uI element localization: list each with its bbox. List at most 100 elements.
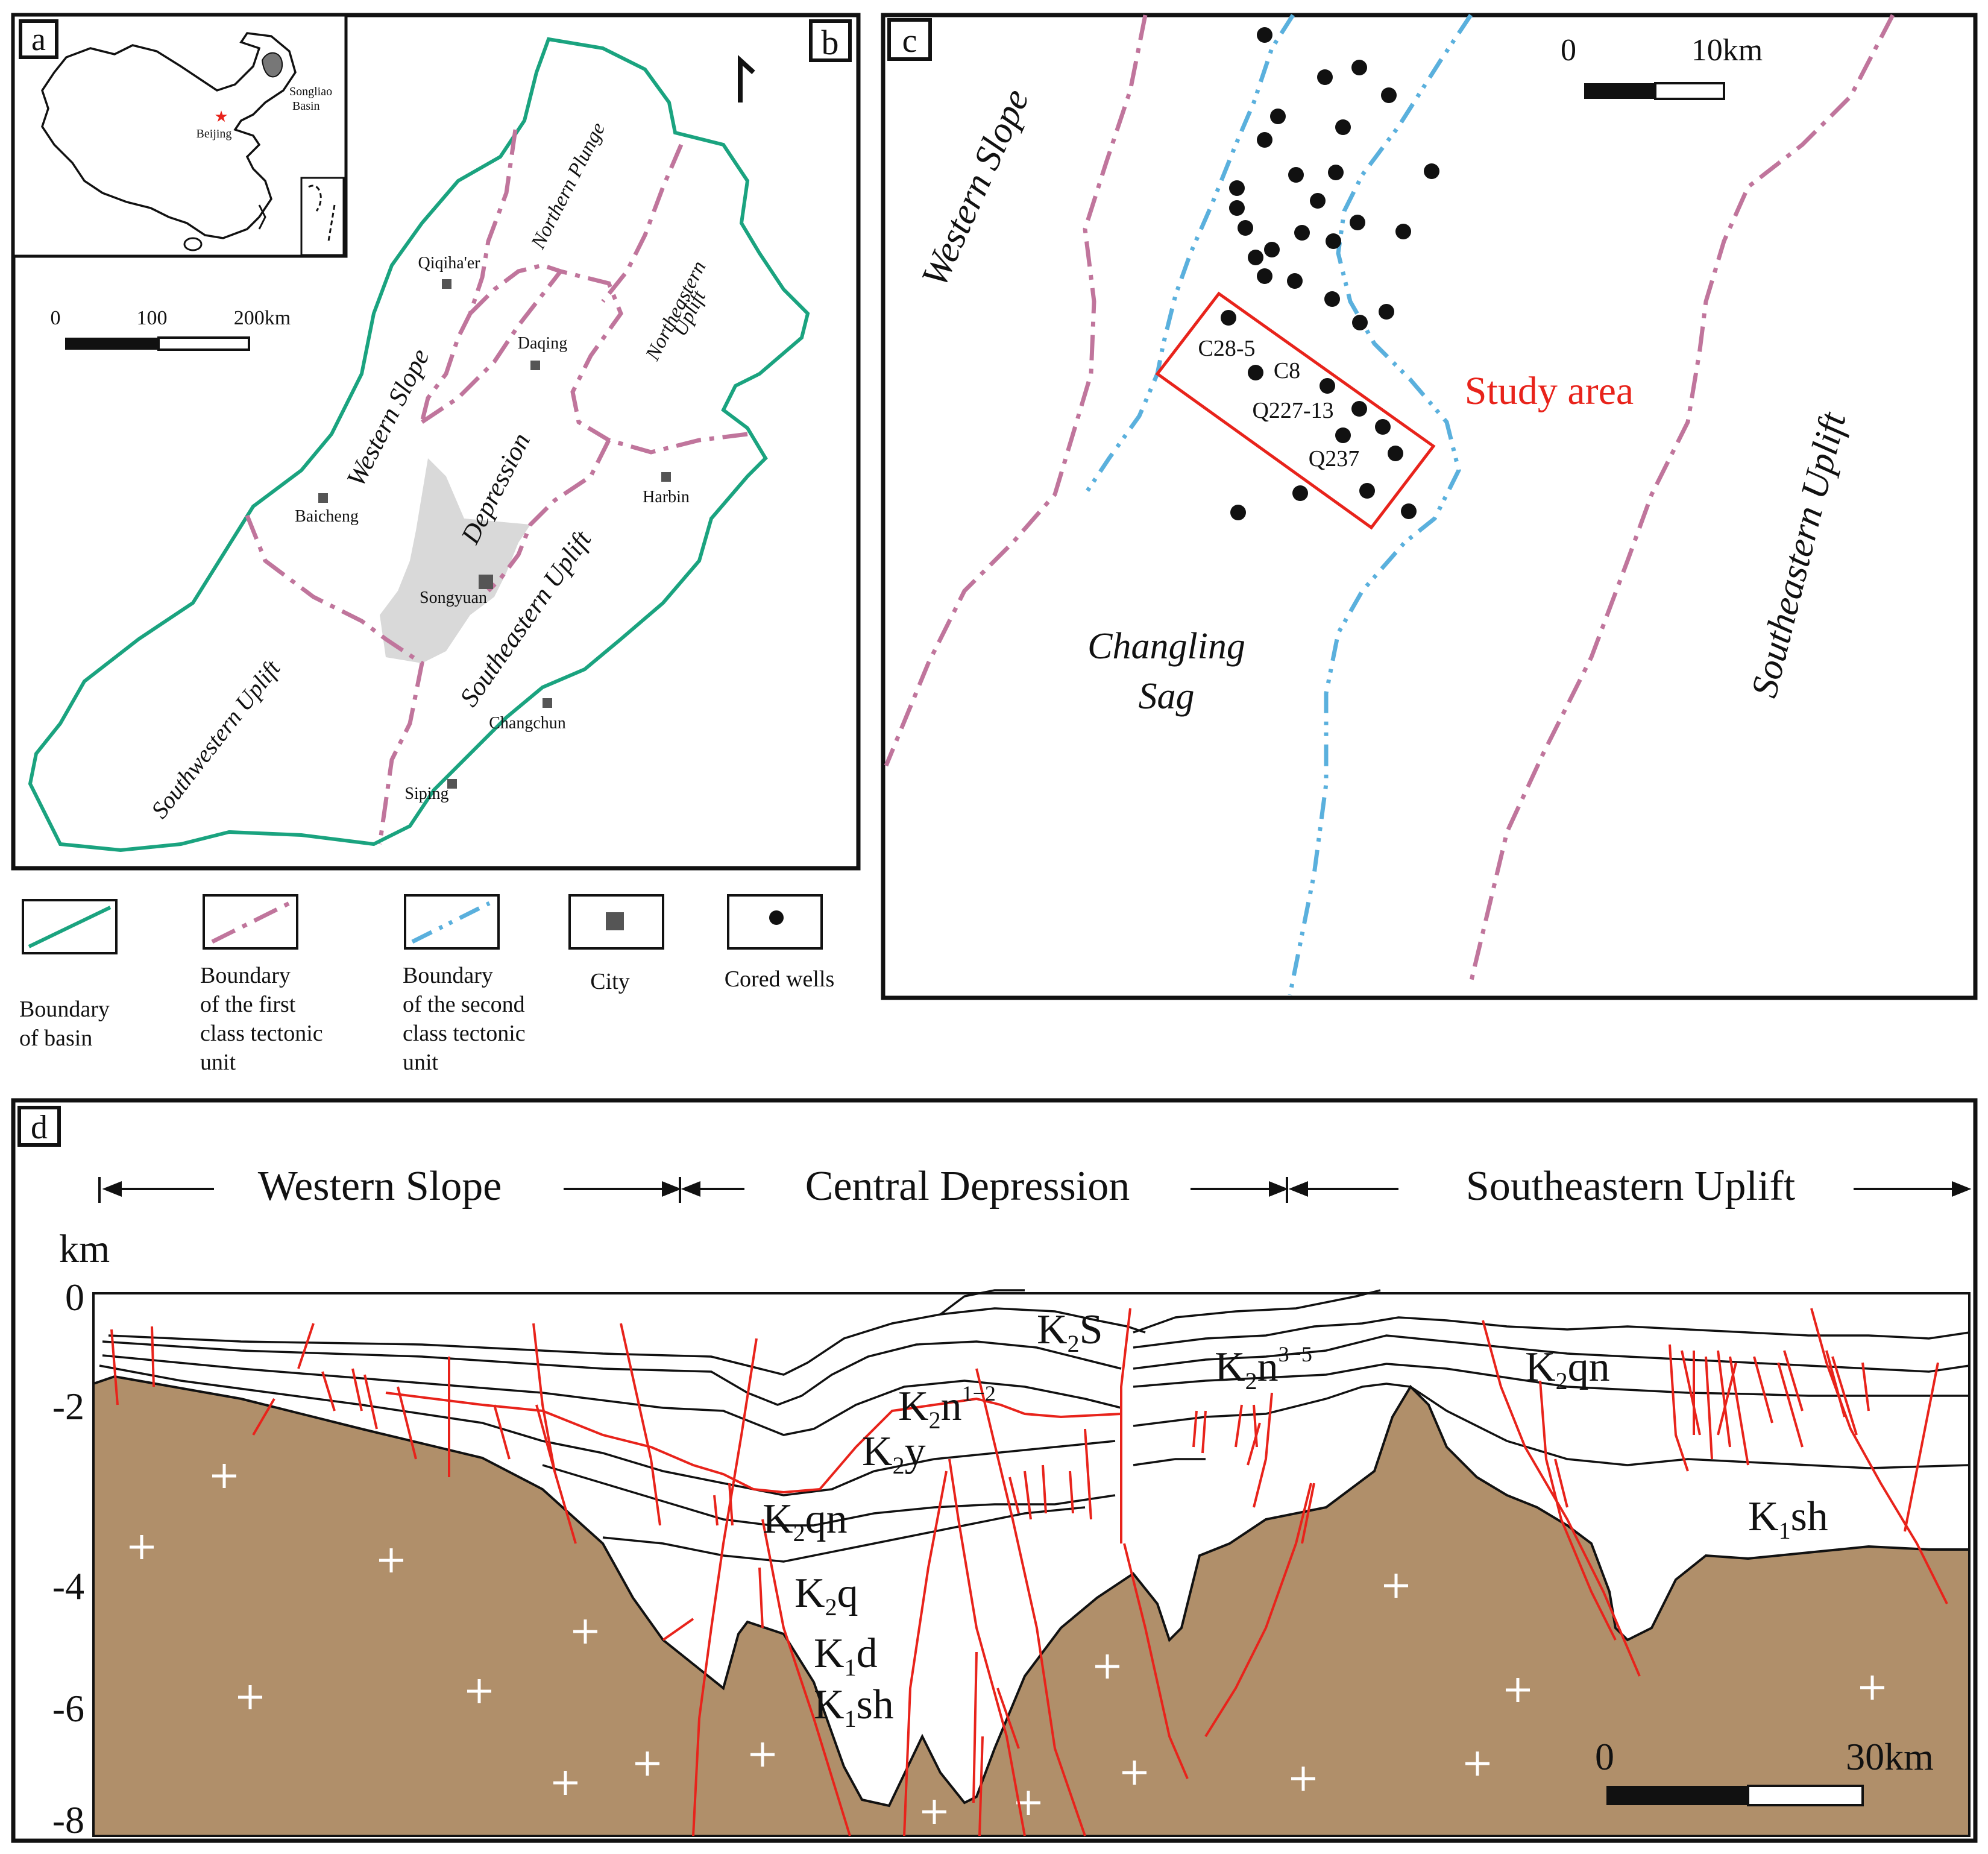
panel-b-frame	[11, 13, 861, 871]
songliao-basin-shape	[261, 52, 283, 78]
unit-c-southeastern-uplift: Southeastern Uplift	[1744, 408, 1854, 702]
scale-b-mid: 100	[137, 307, 168, 329]
depression-fill	[380, 458, 530, 663]
panel-c-label-box	[887, 18, 932, 61]
well-dot	[1221, 310, 1236, 326]
well-dot	[1317, 69, 1333, 85]
scale-d-black	[1606, 1786, 1748, 1805]
stratum-k1sh: K1sh	[814, 1682, 894, 1732]
scale-d-end: 30km	[1846, 1735, 1934, 1778]
hainan-island	[183, 237, 203, 251]
depth-unit-label: km	[59, 1227, 110, 1271]
well-dot	[1270, 109, 1286, 124]
well-dot	[1335, 427, 1351, 443]
scale-b-black	[65, 338, 159, 350]
south-china-sea-inset	[300, 177, 345, 256]
city-daqing: Daqing	[518, 334, 567, 353]
scale-b-white	[157, 336, 250, 351]
well-dot	[1375, 419, 1391, 435]
well-dot	[1229, 180, 1245, 196]
well-dot	[1381, 87, 1397, 103]
well-dot	[1351, 401, 1367, 417]
black-dot-icon	[769, 910, 784, 925]
city-siping: Siping	[404, 784, 448, 803]
cored-wells	[1221, 27, 1439, 520]
scale-d-white	[1747, 1785, 1864, 1806]
faults	[110, 1308, 1948, 1837]
pink-dash-dot-line-icon	[211, 901, 291, 944]
second-class-boundary-c-east	[1288, 14, 1473, 995]
depth-tick-4: -4	[52, 1565, 84, 1607]
well-dot	[1292, 485, 1308, 501]
well-dot	[1379, 304, 1394, 320]
well-label-q227-13: Q227-13	[1252, 398, 1333, 423]
well-label-c28-5: C28-5	[1198, 336, 1256, 361]
well-dot	[1395, 224, 1411, 239]
unit-c-western-slope: Western Slope	[914, 83, 1037, 293]
first-class-boundary-c-west	[884, 14, 1148, 767]
beijing-label: Beijing	[197, 127, 232, 140]
city-marker	[479, 575, 493, 589]
unit-northern-plunge: Northern Plunge	[527, 119, 610, 253]
panel-d-label-box	[17, 1106, 61, 1147]
panel-a-label: a	[31, 21, 46, 57]
well-dot	[1248, 250, 1263, 265]
well-dot	[1324, 291, 1340, 307]
city-harbin: Harbin	[643, 488, 690, 506]
depth-tick-8: -8	[52, 1799, 84, 1841]
city-marker	[543, 698, 552, 708]
stratum-k2qn-east: K2qn	[1525, 1344, 1610, 1395]
basin-boundary	[28, 37, 810, 853]
well-dot	[1350, 215, 1365, 230]
second-class-boundary-c-west	[1083, 14, 1295, 496]
panel-b-scale: 0 100 200km	[51, 307, 291, 351]
section-western-slope: Western Slope	[258, 1163, 502, 1209]
city-marker	[447, 779, 457, 789]
basement	[92, 1375, 1971, 1837]
north-arrow-icon	[738, 54, 755, 102]
scale-d-zero: 0	[1595, 1735, 1614, 1778]
cities: Qiqiha'er Daqing Baicheng Harbin Songyua…	[295, 254, 690, 803]
well-dot	[1401, 503, 1417, 519]
panel-d-frame	[11, 1098, 1978, 1843]
well-dot	[1310, 193, 1326, 209]
well-dot	[1248, 365, 1263, 380]
depth-axis: 0 -2 -4 -6 -8	[52, 1276, 84, 1841]
scale-c-white	[1654, 82, 1725, 100]
city-baicheng: Baicheng	[295, 507, 359, 526]
first-class-boundary-ne	[601, 143, 684, 303]
legend-label-wells: Cored wells	[725, 966, 835, 992]
scale-b-end: 200km	[234, 307, 291, 329]
well-dot	[1287, 273, 1303, 289]
well-dot	[1229, 200, 1245, 216]
scale-c-zero: 0	[1561, 33, 1576, 68]
green-line-icon	[28, 906, 112, 948]
well-dot	[1294, 225, 1310, 241]
well-dot	[1328, 165, 1344, 180]
well-dot	[1351, 60, 1367, 75]
depth-tick-2: -2	[52, 1385, 84, 1428]
well-dot	[1288, 167, 1304, 183]
panel-b-label-box	[809, 19, 852, 62]
well-dot	[1257, 268, 1272, 284]
city-qiqihaer: Qiqiha'er	[418, 254, 480, 273]
well-dot	[1335, 119, 1351, 135]
panel-b: b 0 100 200km Qiqiha'er Daqing Baicheng …	[11, 13, 861, 871]
well-dot	[1230, 505, 1246, 520]
well-dot	[1352, 315, 1368, 330]
panel-b-label: b	[822, 23, 839, 62]
legend-swatch	[727, 894, 823, 950]
well-dot	[1257, 27, 1272, 43]
first-class-boundary-west	[245, 514, 424, 845]
city-songyuan: Songyuan	[420, 588, 487, 607]
unit-southwestern-uplift: Southwestern Uplift	[146, 655, 286, 824]
taiwan-island	[258, 204, 266, 230]
panel-a-label-box	[19, 19, 58, 59]
